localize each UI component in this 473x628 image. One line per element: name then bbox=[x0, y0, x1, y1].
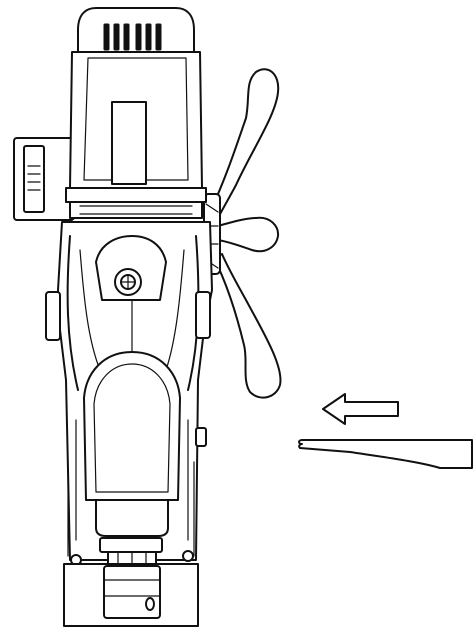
left-arrow-outline bbox=[322, 393, 399, 425]
arm-left bbox=[79, 249, 101, 371]
collar-ribs bbox=[79, 205, 193, 215]
rail-lower-left bbox=[67, 419, 77, 557]
direction-arrow bbox=[322, 393, 399, 425]
motor-band bbox=[65, 187, 207, 203]
motor-inner-outline bbox=[83, 57, 189, 181]
base-bolt-right bbox=[182, 550, 194, 562]
handle-spoke-lower bbox=[213, 253, 282, 399]
battery-latch bbox=[23, 145, 45, 213]
arbor-pin bbox=[145, 597, 155, 611]
motor-housing bbox=[65, 7, 207, 219]
left-rail bbox=[66, 235, 79, 391]
rail-lower-right bbox=[187, 419, 195, 557]
pivot-plate bbox=[95, 235, 167, 301]
handle-spoke-middle bbox=[217, 216, 280, 253]
arbor-lines bbox=[103, 579, 161, 597]
feed-handle bbox=[203, 68, 282, 399]
chuck-upper bbox=[99, 537, 163, 553]
plate-outline bbox=[298, 439, 473, 469]
left-side-knob bbox=[45, 291, 61, 341]
pivot-bolt-cross bbox=[120, 274, 136, 290]
motor-label-window bbox=[111, 101, 147, 185]
motor-collar bbox=[69, 201, 203, 219]
right-side-knob bbox=[195, 291, 211, 339]
spindle-carriage bbox=[83, 351, 181, 501]
gearbox-spindle bbox=[45, 221, 213, 567]
vent-slots bbox=[103, 23, 162, 51]
workpiece-plate bbox=[298, 439, 473, 469]
chuck-guard bbox=[95, 499, 169, 537]
magnetic-base bbox=[63, 563, 199, 627]
right-lower-knob bbox=[195, 427, 207, 447]
battery-pack bbox=[13, 137, 75, 221]
carriage-inner bbox=[93, 363, 171, 493]
battery-grip-lines bbox=[27, 165, 41, 191]
handle-spoke-upper bbox=[209, 68, 280, 219]
arm-right bbox=[165, 249, 185, 371]
